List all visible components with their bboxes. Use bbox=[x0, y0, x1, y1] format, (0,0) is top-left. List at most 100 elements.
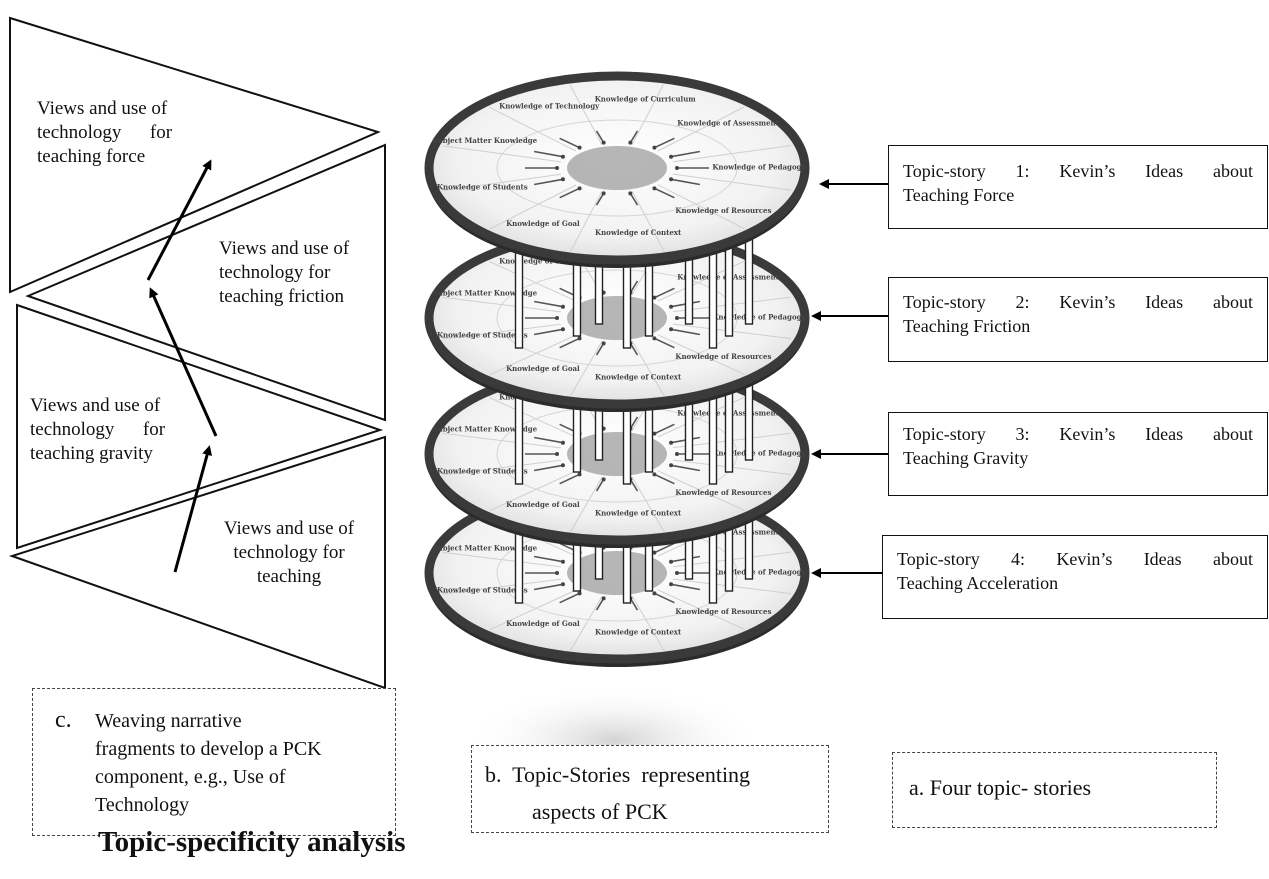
disc-knowledge-label: Knowledge of Context bbox=[595, 228, 682, 237]
disc-knowledge-label: Knowledge of Context bbox=[595, 627, 682, 636]
disc-spoke bbox=[489, 261, 577, 302]
disc-spoke bbox=[489, 334, 577, 376]
triangle-label-line: teaching friction bbox=[219, 286, 345, 307]
caption-b-box: b. Topic-Stories representing aspects of… bbox=[471, 745, 829, 833]
disc-hub-arrow-tip bbox=[669, 463, 674, 468]
disc-hub-arrow-tip bbox=[675, 166, 679, 170]
disc-spoke bbox=[489, 470, 577, 512]
triangle-group bbox=[8, 16, 386, 690]
disc-knowledge-label: Knowledge of Pedagogy bbox=[712, 449, 806, 458]
disc-hub-arrow-tip bbox=[675, 571, 679, 575]
disc-hub-arrow-tip bbox=[560, 463, 565, 468]
disc-hub-arrow bbox=[670, 328, 701, 336]
disc-hub-arrow bbox=[533, 178, 564, 186]
disc-hub bbox=[567, 551, 667, 595]
disc-hub-arrow bbox=[559, 473, 580, 485]
topic-word: about bbox=[1212, 424, 1253, 444]
disc-spoke bbox=[631, 84, 664, 146]
disc-hub-arrow-tip bbox=[669, 559, 674, 564]
disc-spoke bbox=[657, 184, 745, 230]
disc-hub-arrow bbox=[533, 328, 564, 336]
disc-knowledge-label: Knowledge of Goal bbox=[506, 500, 580, 509]
caption-c-letter: c. bbox=[55, 707, 72, 733]
disc-hub-arrow-tip bbox=[628, 140, 633, 145]
disc-knowledge-label: Knowledge of Goal bbox=[506, 364, 580, 373]
disc-spoke bbox=[570, 340, 603, 396]
disc-knowledge-label: Knowledge of Curriculum bbox=[595, 94, 697, 103]
disc-hub-arrow bbox=[654, 592, 675, 604]
topic-story-line1: Topic-story 4: Kevin’s Ideas about bbox=[897, 547, 1253, 571]
disc-hub-arrow bbox=[559, 337, 580, 349]
disc-spoke bbox=[569, 84, 603, 146]
disc-hub-arrow bbox=[629, 478, 639, 492]
topic-story-1-box: Topic-story 1: Kevin’s Ideas about Teach… bbox=[888, 145, 1268, 229]
triangle-label-line: teaching bbox=[256, 566, 322, 587]
disc-hub-arrow-tip bbox=[628, 191, 633, 196]
disc-spoke bbox=[570, 190, 603, 252]
disc-hub-arrow-tip bbox=[601, 341, 606, 346]
disc-hub-arrow-tip bbox=[669, 177, 674, 182]
disc-knowledge-label: Subject Matter Knowledge bbox=[433, 543, 538, 552]
disc-hub-arrow bbox=[629, 597, 639, 611]
disc-hub-arrow-tip bbox=[652, 336, 657, 341]
disc-hub-arrow-tip bbox=[555, 571, 559, 575]
disc-hub-arrow-tip bbox=[560, 154, 565, 159]
disc-hub-arrow-tip bbox=[601, 140, 606, 145]
disc-hub-arrow-tip bbox=[669, 582, 674, 587]
disc-hub-arrow bbox=[629, 130, 639, 144]
disc-hub-arrow bbox=[595, 130, 605, 144]
disc-spoke bbox=[489, 184, 577, 230]
disc-hub-arrow-tip bbox=[577, 336, 582, 341]
topic-story-line1: Topic-story 2: Kevin’s Ideas about bbox=[903, 290, 1253, 314]
disc-hub-arrow-tip bbox=[652, 431, 657, 436]
triangle-label-line: technology for bbox=[37, 122, 173, 143]
topic-story-line2: Teaching Friction bbox=[903, 316, 1031, 336]
disc-hub-arrow-tip bbox=[555, 452, 559, 456]
triangle-label-teaching: Views and use of technology for teaching bbox=[214, 517, 364, 589]
triangle-label-line: Views and use of bbox=[219, 238, 350, 259]
disc-hub-arrow bbox=[654, 473, 675, 485]
disc-hub-arrow bbox=[533, 464, 564, 472]
topic-story-line1: Topic-story 3: Kevin’s Ideas about bbox=[903, 422, 1253, 446]
disc-hub-arrow-tip bbox=[560, 177, 565, 182]
disc-knowledge-label: Subject Matter Knowledge bbox=[433, 136, 538, 145]
disc-hub-arrow-tip bbox=[560, 582, 565, 587]
disc-spoke bbox=[489, 397, 577, 438]
disc-hub bbox=[567, 146, 667, 190]
triangle-label-force: Views and use of technology for teaching… bbox=[37, 97, 185, 169]
topic-story-2-box: Topic-story 2: Kevin’s Ideas about Teach… bbox=[888, 277, 1268, 362]
caption-c-line: fragments to develop a PCK bbox=[95, 738, 322, 760]
caption-b-line: b. Topic-Stories representing bbox=[485, 762, 751, 787]
disc-ring bbox=[496, 269, 738, 367]
disc-knowledge-label: Knowledge of Students bbox=[437, 586, 528, 595]
disc-hub-arrow-tip bbox=[652, 295, 657, 300]
disc-hub-arrow bbox=[533, 583, 564, 591]
disc-knowledge-label: Knowledge of Technology bbox=[499, 101, 600, 110]
disc-hub-arrow-tip bbox=[669, 154, 674, 159]
disc-hub-arrow bbox=[654, 187, 675, 199]
disc-knowledge-label: Knowledge of Pedagogy bbox=[712, 313, 806, 322]
topic-word: 2: bbox=[1015, 292, 1030, 312]
disc-hub bbox=[567, 432, 667, 476]
topic-story-line2: Teaching Gravity bbox=[903, 448, 1029, 468]
topic-word: 4: bbox=[1011, 549, 1026, 569]
triangle-label-line: technology for bbox=[219, 262, 331, 283]
topic-word: Kevin’s bbox=[1059, 424, 1116, 444]
disc-knowledge-label: Knowledge of Resources bbox=[675, 607, 771, 616]
weave-arrow-1 bbox=[173, 445, 212, 573]
topic-story-line1: Topic-story 1: Kevin’s Ideas about bbox=[903, 159, 1253, 183]
disc-hub-arrow bbox=[654, 137, 675, 149]
disc-hub-arrow bbox=[654, 337, 675, 349]
disc-hub-arrow bbox=[595, 342, 605, 356]
topic-word: about bbox=[1212, 292, 1253, 312]
disc-knowledge-label: Knowledge of Goal bbox=[506, 619, 580, 628]
topic-word: Kevin’s bbox=[1056, 549, 1113, 569]
topic-story-3-box: Topic-story 3: Kevin’s Ideas about Teach… bbox=[888, 412, 1268, 496]
disc-hub-arrow-tip bbox=[560, 327, 565, 332]
triangle-force bbox=[9, 16, 381, 294]
disc-hub-arrow bbox=[595, 478, 605, 492]
disc-hub-arrow bbox=[670, 583, 701, 591]
disc-hub-arrow-tip bbox=[652, 550, 657, 555]
triangle-label-line: technology for bbox=[233, 542, 345, 563]
